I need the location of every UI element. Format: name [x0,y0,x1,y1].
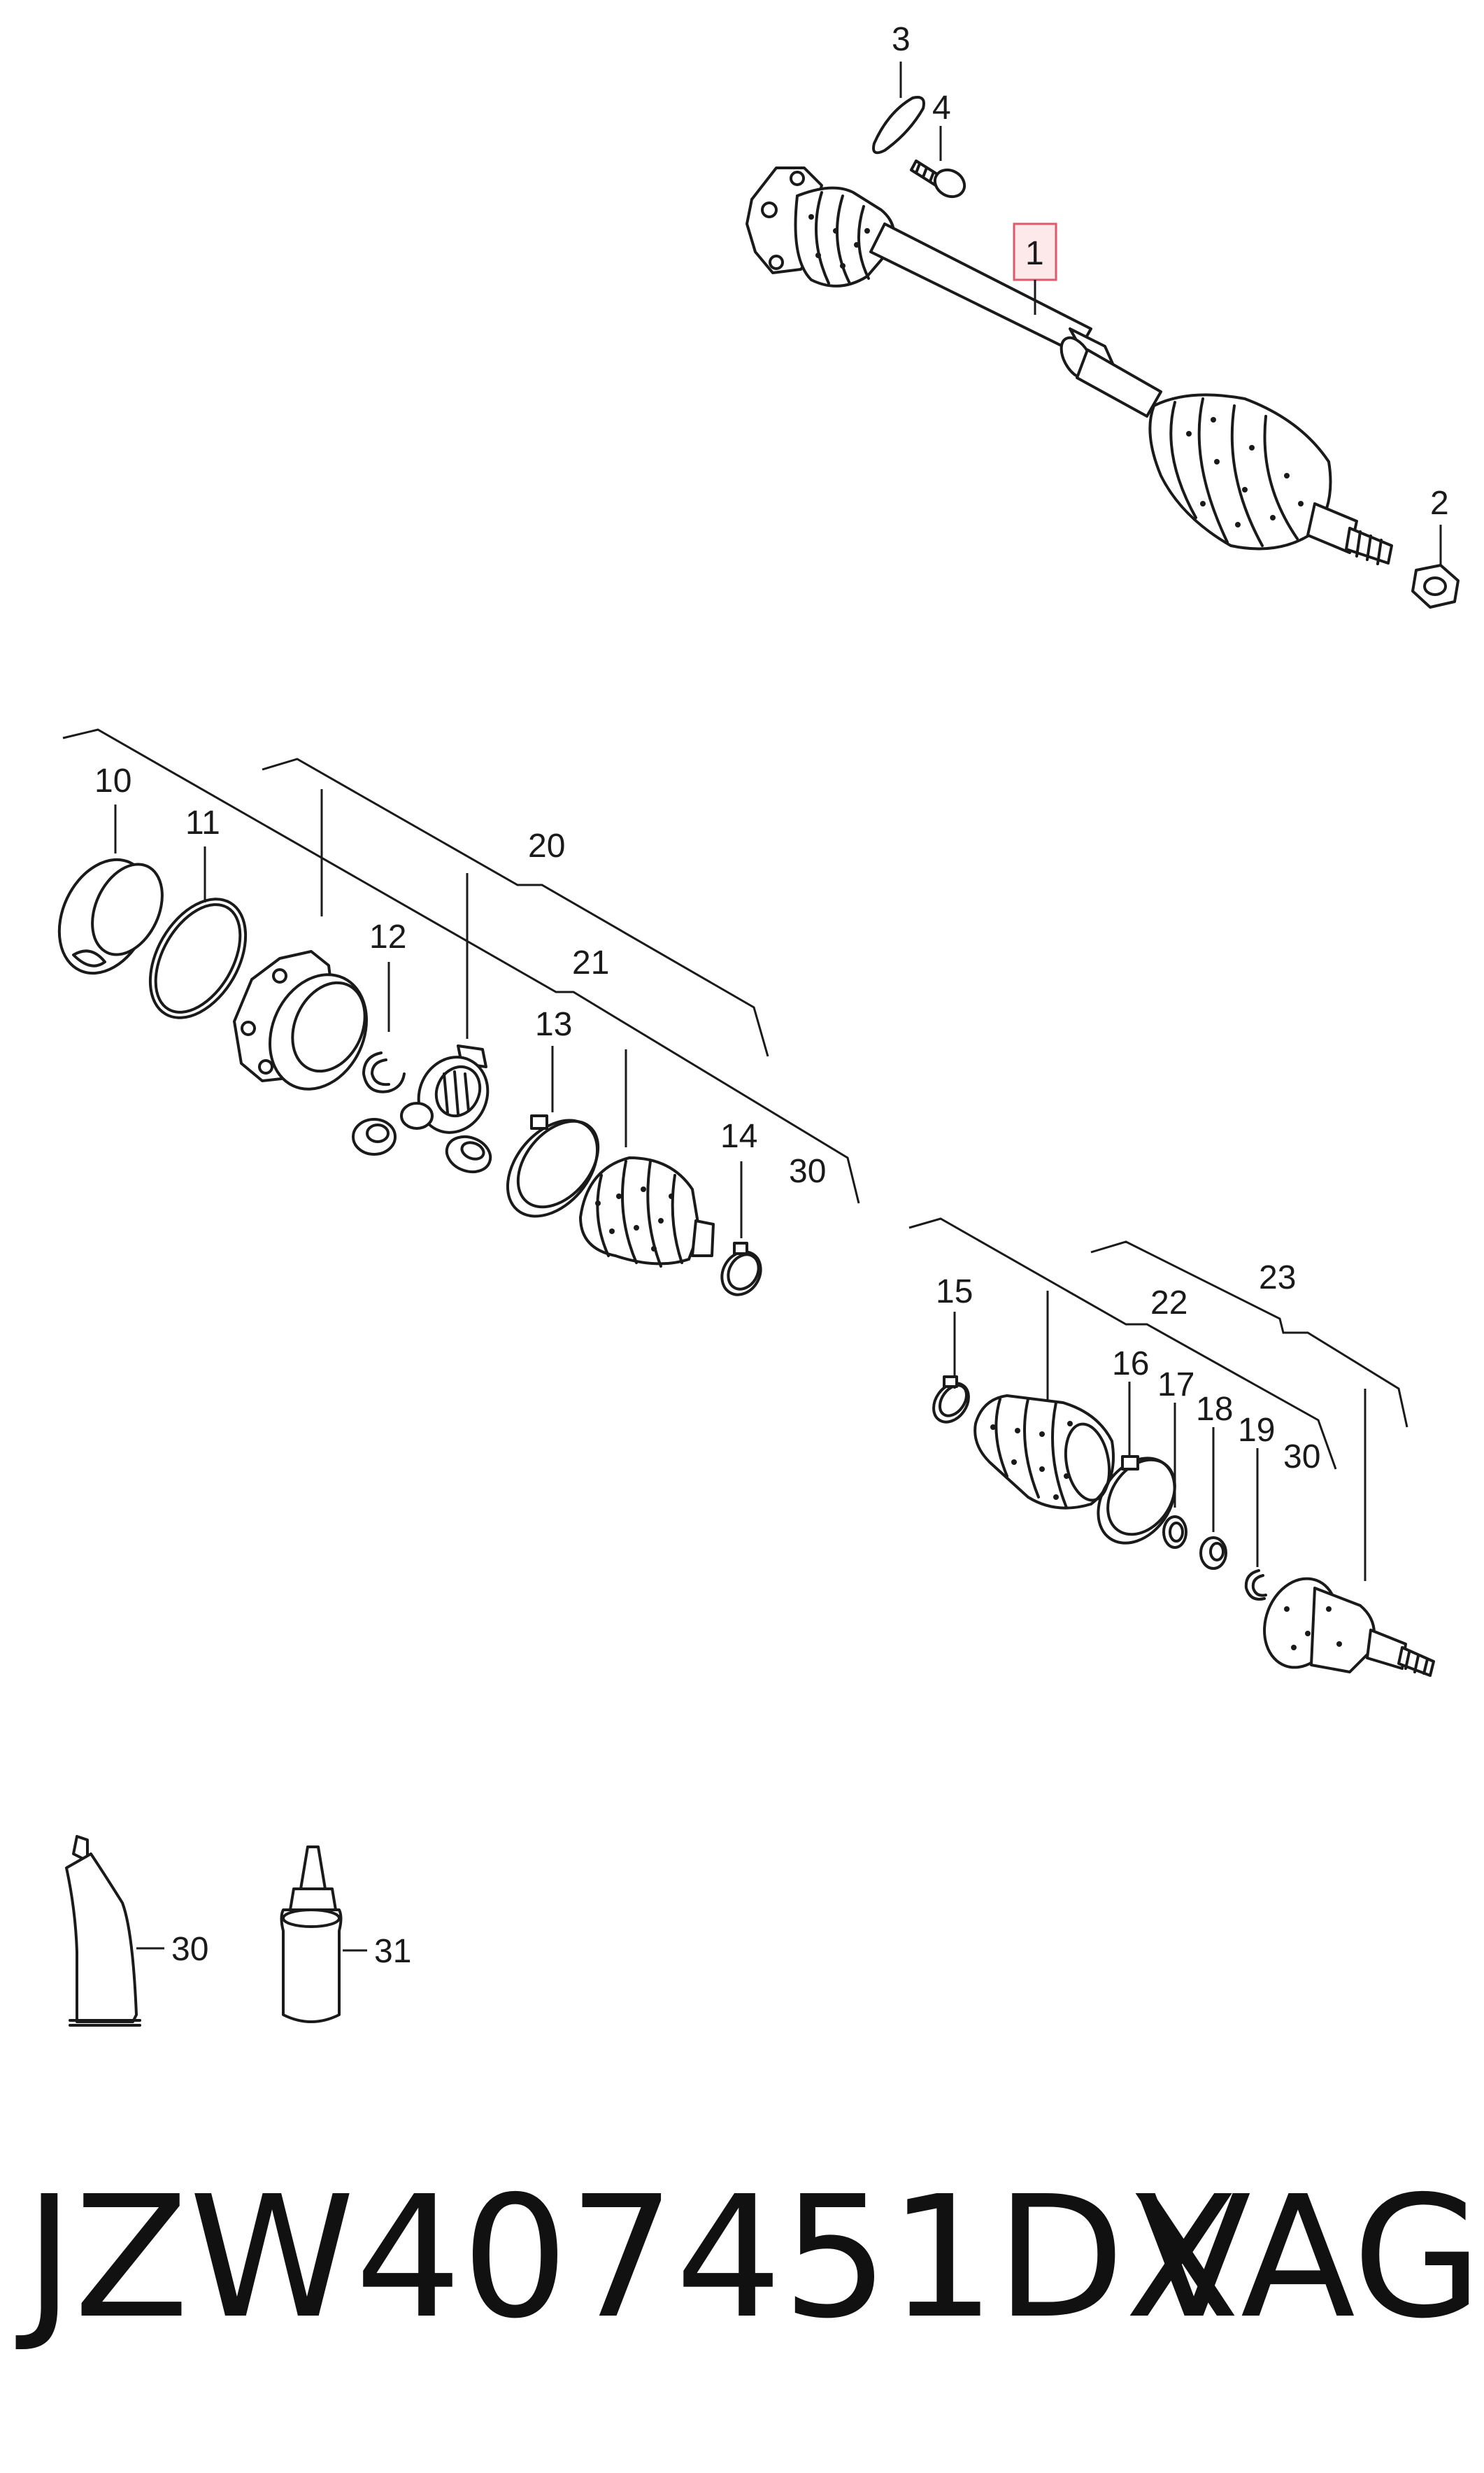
boot-clamp-part-13[interactable] [490,1103,615,1233]
callout-31: 31 [374,1933,411,1970]
callout-13: 13 [535,1006,572,1043]
callout-11: 11 [185,805,220,842]
callout-21: 21 [572,944,609,982]
joint-housing[interactable] [233,950,385,1105]
callout-1[interactable]: 1 [1025,235,1044,272]
sealant-bottle-part-31[interactable] [280,1845,343,2023]
callout-30-right: 30 [1283,1438,1320,1475]
callout-10: 10 [94,763,131,800]
callout-12: 12 [369,919,406,956]
tripod-spider[interactable] [400,1044,500,1144]
circlip-part-19[interactable] [1244,1569,1267,1601]
inner-boot[interactable] [578,1156,715,1268]
dust-cover-part-10[interactable] [42,845,176,989]
callout-4: 4 [932,90,951,127]
bearing-left[interactable] [352,1118,397,1156]
circlip-part-12[interactable] [362,1051,406,1093]
small-clamp-part-15[interactable] [927,1375,976,1429]
callout-22: 22 [1150,1284,1187,1321]
part-number-label: JZW407451DX [15,2160,1240,2355]
callout-19: 19 [1238,1412,1275,1449]
callout-20: 20 [528,828,565,865]
boot-texture [808,214,1304,527]
spacer-part-18[interactable] [1199,1536,1227,1570]
small-clamp-part-14[interactable] [714,1242,768,1302]
callout-30-left: 30 [789,1153,826,1190]
gasket-ring-part-11[interactable] [131,882,265,1034]
group-bracket-lines-left [62,728,860,1238]
callout-23: 23 [1259,1259,1296,1296]
callout-30-bottom: 30 [171,1931,208,1968]
outer-boot[interactable] [973,1394,1115,1510]
callout-18: 18 [1196,1391,1233,1428]
drive-shaft-assembly[interactable] [745,166,1393,565]
wire-clip-part-3[interactable] [872,96,925,155]
callout-15: 15 [936,1273,973,1310]
callout-16: 16 [1112,1345,1149,1382]
highlight-box-part-1 [1013,222,1057,281]
grease-tube-part-30[interactable] [65,1835,141,2027]
boot-clamp-part-16[interactable] [1083,1443,1190,1557]
outer-cv-joint[interactable] [1253,1568,1435,1678]
callout-17: 17 [1157,1366,1194,1403]
roller[interactable] [442,1131,496,1178]
callout-2: 2 [1430,485,1449,522]
callout-14: 14 [720,1118,757,1155]
leader-lines-top [899,62,1442,565]
bolt-part-4[interactable] [910,160,969,202]
nut-part-2[interactable] [1411,564,1460,609]
callout-3: 3 [892,21,911,58]
group-bracket-lines-right [908,1217,1408,1581]
brand-label: VAG [1136,2160,1483,2355]
washer-part-17[interactable] [1162,1515,1187,1549]
